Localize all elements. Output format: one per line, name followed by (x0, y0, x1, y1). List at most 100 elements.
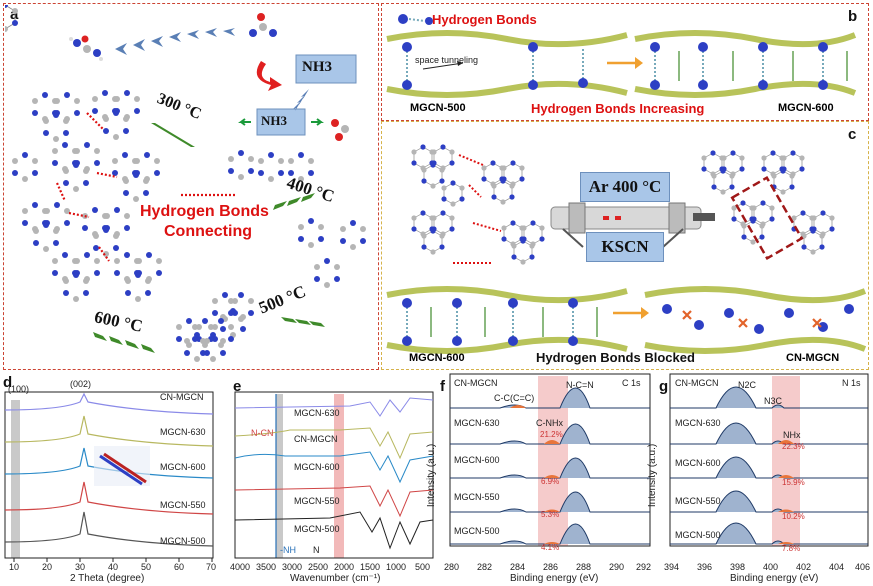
panel-b-letter: b (848, 8, 858, 25)
n1s-pct-3: 7.8% (782, 544, 801, 553)
c1s-ncn-label: N-C=N (566, 380, 594, 390)
xrd-tick-3: 40 (108, 562, 119, 572)
ftir-tick-6: 1000 (386, 562, 407, 572)
small-melamine-molecules (175, 149, 367, 363)
xrd-tick-1: 20 (42, 562, 53, 572)
ftir-tick-2: 3000 (282, 562, 303, 572)
xrd-label-0: CN-MGCN (160, 392, 204, 402)
panel-e-letter: e (233, 378, 242, 395)
ftir-tick-5: 1500 (360, 562, 381, 572)
panel-c-right-label: CN-MGCN (786, 352, 840, 364)
xrd-tick-4: 50 (141, 562, 152, 572)
ftir-label-4: MGCN-500 (294, 524, 340, 534)
c1s-pct-0: 21.2% (540, 430, 563, 439)
melon-network (5, 5, 18, 32)
hb-blocked-label: Hydrogen Bonds Blocked (536, 350, 695, 365)
xrd-tick-0: 10 (9, 562, 20, 572)
panel-d-letter: d (3, 374, 13, 391)
n1s-tick-2: 398 (730, 562, 746, 572)
c1s-xlabel: Binding energy (eV) (510, 573, 599, 584)
n1s-tick-6: 406 (855, 562, 871, 572)
green-chevrons-400 (273, 193, 315, 210)
ftir-tick-7: 500 (415, 562, 431, 572)
nh3-mid-label: NH3 (261, 113, 287, 128)
n1s-tick-5: 404 (829, 562, 845, 572)
xrd-label-1: MGCN-630 (160, 427, 206, 437)
c1s-tick-1: 282 (477, 562, 493, 572)
panel-f-letter: f (440, 378, 445, 395)
hb-connecting-line1: Hydrogen Bonds (140, 203, 269, 220)
c1s-tick-2: 284 (510, 562, 526, 572)
panel-g-xps-n1s-chart (669, 373, 869, 547)
panel-g-letter: g (659, 378, 669, 395)
ftir-label-3: MGCN-550 (294, 496, 340, 506)
n1s-n2c-label: N2C (738, 380, 757, 390)
c1s-pct-2: 5.3% (541, 510, 560, 519)
urea-molecule-left (69, 35, 103, 61)
melon-network-copies (11, 89, 163, 303)
n1s-title: N 1s (842, 378, 861, 388)
ftir-n-label: N (313, 545, 320, 555)
ftir-label-1: CN-MGCN (294, 434, 338, 444)
c1s-cnh-label: C-NHx (536, 418, 563, 428)
ftir-tick-1: 3500 (256, 562, 277, 572)
n1s-label-2: MGCN-600 (675, 458, 721, 468)
panel-c-left-label: MGCN-600 (409, 352, 465, 364)
panel-a-frame (3, 3, 379, 370)
panel-c-frame (381, 121, 869, 370)
nh3-top-label: NH3 (302, 59, 332, 75)
c1s-tick-3: 286 (543, 562, 559, 572)
xrd-xlabel: 2 Theta (degree) (70, 573, 145, 584)
xrd-tick-5: 60 (174, 562, 185, 572)
n1s-pct-1: 15.9% (782, 478, 805, 487)
xrd-label-3: MGCN-550 (160, 500, 206, 510)
c1s-label-4: MGCN-500 (454, 526, 500, 536)
c1s-label-1: MGCN-630 (454, 418, 500, 428)
ar-400-box: Ar 400 °C (580, 172, 670, 202)
hb-increasing-label: Hydrogen Bonds Increasing (531, 101, 705, 116)
panel-b-left-label: MGCN-500 (410, 102, 466, 114)
panel-d-xrd-chart (4, 391, 214, 562)
n1s-xlabel: Binding energy (eV) (730, 573, 819, 584)
n1s-label-4: MGCN-500 (675, 530, 721, 540)
n1s-nhx-label: NHx (783, 430, 801, 440)
c1s-label-2: MGCN-600 (454, 455, 500, 465)
urea-molecule-top (249, 13, 277, 37)
red-curved-arrow (256, 61, 282, 91)
c1s-tick-5: 290 (609, 562, 625, 572)
c1s-label-3: MGCN-550 (454, 492, 500, 502)
panel-b-graphic (386, 14, 857, 98)
kscn-box: KSCN (586, 232, 664, 262)
hb-connecting-line2: Connecting (164, 223, 252, 240)
n1s-tick-3: 400 (763, 562, 779, 572)
blue-chevron-arrows (115, 28, 235, 55)
ftir-nh-label: -NH (280, 545, 296, 555)
c1s-pct-1: 6.9% (541, 477, 560, 486)
panel-c-graphic (386, 143, 867, 354)
ftir-label-0: MGCN-630 (294, 408, 340, 418)
c1s-pct-3: 4.1% (541, 543, 560, 552)
c1s-ylabel: Intensity (a.u.) (426, 443, 438, 508)
panel-f-xps-c1s-chart (449, 373, 651, 547)
xrd-tick-2: 30 (75, 562, 86, 572)
c1s-title: C 1s (622, 378, 641, 388)
xrd-inset-structure (94, 446, 150, 486)
space-tunneling-label: space tunneling (415, 55, 479, 65)
c1s-tick-4: 288 (576, 562, 592, 572)
n1s-tick-4: 402 (796, 562, 812, 572)
panel-a-letter: a (10, 6, 19, 23)
panel-c-letter: c (848, 126, 857, 143)
ftir-xlabel: Wavenumber (cm⁻¹) (290, 573, 381, 584)
c1s-tick-6: 292 (636, 562, 652, 572)
panel-b-frame (381, 3, 869, 121)
c1s-cc-label: C-C(C=C) (494, 393, 535, 403)
n1s-n3c-label: N3C (764, 396, 783, 406)
n1s-pct-0: 22.3% (782, 442, 805, 451)
hydrogen-bond-lines (55, 112, 237, 262)
xrd-tick-6: 70 (206, 562, 217, 572)
xrd-label-2: MGCN-600 (160, 462, 206, 472)
n1s-label-3: MGCN-550 (675, 496, 721, 506)
ftir-tick-0: 4000 (230, 562, 251, 572)
ftir-ncn-label: N-CN (251, 428, 274, 438)
n1s-label-0: CN-MGCN (675, 378, 719, 388)
